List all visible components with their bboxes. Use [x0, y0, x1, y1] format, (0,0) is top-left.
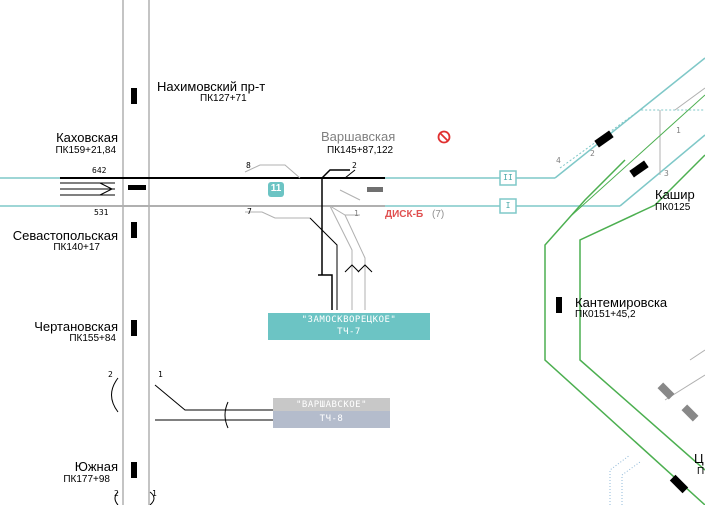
- arrow-b: [357, 264, 373, 273]
- signal-upper-label: II: [503, 173, 513, 182]
- green-track-diag: [571, 94, 705, 216]
- left-curve-upper: [111, 377, 119, 413]
- depot-track-4: [344, 214, 366, 310]
- platform-kashirskaya-a[interactable]: [594, 130, 614, 148]
- depot-track-5: [318, 274, 333, 310]
- station-kashirskaya-name[interactable]: Кашир: [655, 187, 695, 202]
- station-kashirskaya-pk: ПК0125: [655, 202, 691, 213]
- track-number-1c: 1: [158, 370, 163, 379]
- teal-track-lower-diag: [619, 134, 705, 207]
- platform-nakhimovsky[interactable]: [131, 88, 137, 104]
- crossover-mid: [339, 189, 361, 201]
- prohibited-icon: [437, 130, 451, 144]
- depot-zamoskvoretskoe-bg: [268, 313, 430, 340]
- line-number-badge-bg: [268, 182, 284, 197]
- platform-chertanovskaya[interactable]: [131, 320, 137, 336]
- station-kantemirovskaya-name[interactable]: Кантемировска: [575, 295, 668, 310]
- track-number-2c: 2: [108, 370, 113, 379]
- station-edge-right-name[interactable]: Ц: [694, 451, 704, 466]
- track-number-642: 642: [92, 166, 107, 175]
- green-track-right: [579, 154, 705, 471]
- station-sevastopolskaya-pk: ПК140+17: [53, 242, 100, 253]
- station-yuzhnaya-pk: ПК177+98: [63, 474, 110, 485]
- station-yuzhnaya-name[interactable]: Южная: [74, 459, 118, 474]
- signal-box-upper[interactable]: [499, 170, 517, 186]
- station-nakhimovsky-name[interactable]: Нахимовский пр-т: [157, 79, 266, 94]
- platform-yuzhnaya[interactable]: [131, 462, 137, 478]
- crossover: [99, 182, 114, 196]
- grey-branch-b: [674, 87, 705, 111]
- yard-track-a: [689, 349, 705, 361]
- track-8-branch: [244, 164, 301, 179]
- depot-track-2: [309, 217, 338, 310]
- station-kantemirovskaya-pk: ПК0151+45,2: [575, 309, 636, 320]
- yard-car-a: [657, 382, 675, 400]
- green-track-left: [544, 159, 705, 505]
- station-varshavskaya-name[interactable]: Варшавская: [321, 129, 396, 144]
- track-number-1d: 1: [152, 489, 157, 498]
- station-sevastopolskaya-name[interactable]: Севастопольская: [12, 228, 118, 243]
- track-number-1: 1: [354, 209, 359, 218]
- disk-label: ДИСК-Б: [385, 209, 424, 220]
- platform-varshavskaya[interactable]: [367, 187, 383, 192]
- station-nakhimovsky-pk: ПК127+71: [200, 93, 247, 104]
- arrow-a: [344, 264, 360, 273]
- depot-varshavskoe-bg-bottom: [273, 411, 390, 428]
- left-curve-lower: [114, 491, 119, 505]
- depot-track-3: [329, 205, 353, 310]
- track-number-531: 531: [94, 208, 109, 217]
- disk-count: (7): [432, 209, 445, 220]
- track-number-7: 7: [247, 207, 252, 216]
- varshavskoe-track-upper: [154, 384, 275, 411]
- platform-kantemirovskaya[interactable]: [556, 297, 562, 313]
- depot-varshavskoe-bg-top: [273, 398, 390, 411]
- track-number-3: 3: [664, 169, 669, 178]
- yard-car-b: [681, 404, 699, 422]
- track-number-2d: 2: [114, 489, 119, 498]
- signal-box-lower[interactable]: [499, 198, 517, 214]
- line-number-badge: 11: [270, 183, 282, 194]
- right-curve-lower: [149, 491, 155, 505]
- station-chertanovskaya-pk: ПК155+84: [69, 333, 116, 344]
- depot-zamoskvoretskoe-code[interactable]: ТЧ-7: [337, 327, 361, 337]
- depot-varshavskoe-code[interactable]: ТЧ-8: [319, 414, 344, 424]
- yard-dotted: [609, 454, 641, 505]
- track-2-tick: [344, 169, 356, 179]
- track-number-8: 8: [246, 161, 251, 170]
- track-number-2b: 2: [590, 149, 595, 158]
- station-varshavskaya-pk: ПК145+87,122: [327, 145, 394, 156]
- varshavskoe-curve: [224, 401, 229, 429]
- signal-lower-label: I: [505, 201, 511, 210]
- depot-varshavskoe-name[interactable]: "ВАРШАВСКОЕ": [295, 400, 368, 410]
- depot-zamoskvoretskoe-name[interactable]: "ЗАМОСКВОРЕЦКОЕ": [301, 315, 397, 325]
- track-7-branch: [245, 211, 310, 219]
- track-number-4: 4: [556, 156, 561, 165]
- station-kakhovskaya-pk: ПК159+21,84: [55, 145, 116, 156]
- station-edge-right-pk: П: [697, 466, 705, 477]
- dotted-aux-track: [559, 109, 705, 169]
- track-2-branch: [321, 169, 350, 179]
- track-number-1b: 1: [676, 126, 681, 135]
- station-kakhovskaya-name[interactable]: Каховская: [56, 130, 118, 145]
- station-chertanovskaya-name[interactable]: Чертановская: [34, 319, 118, 334]
- platform-kakhovskaya[interactable]: [128, 185, 146, 190]
- teal-track-upper-diag: [554, 57, 705, 179]
- track-number-2: 2: [352, 161, 357, 170]
- platform-kashirskaya-b[interactable]: [629, 160, 649, 178]
- platform-sevastopolskaya[interactable]: [131, 222, 137, 238]
- platform-edge-right[interactable]: [669, 474, 689, 494]
